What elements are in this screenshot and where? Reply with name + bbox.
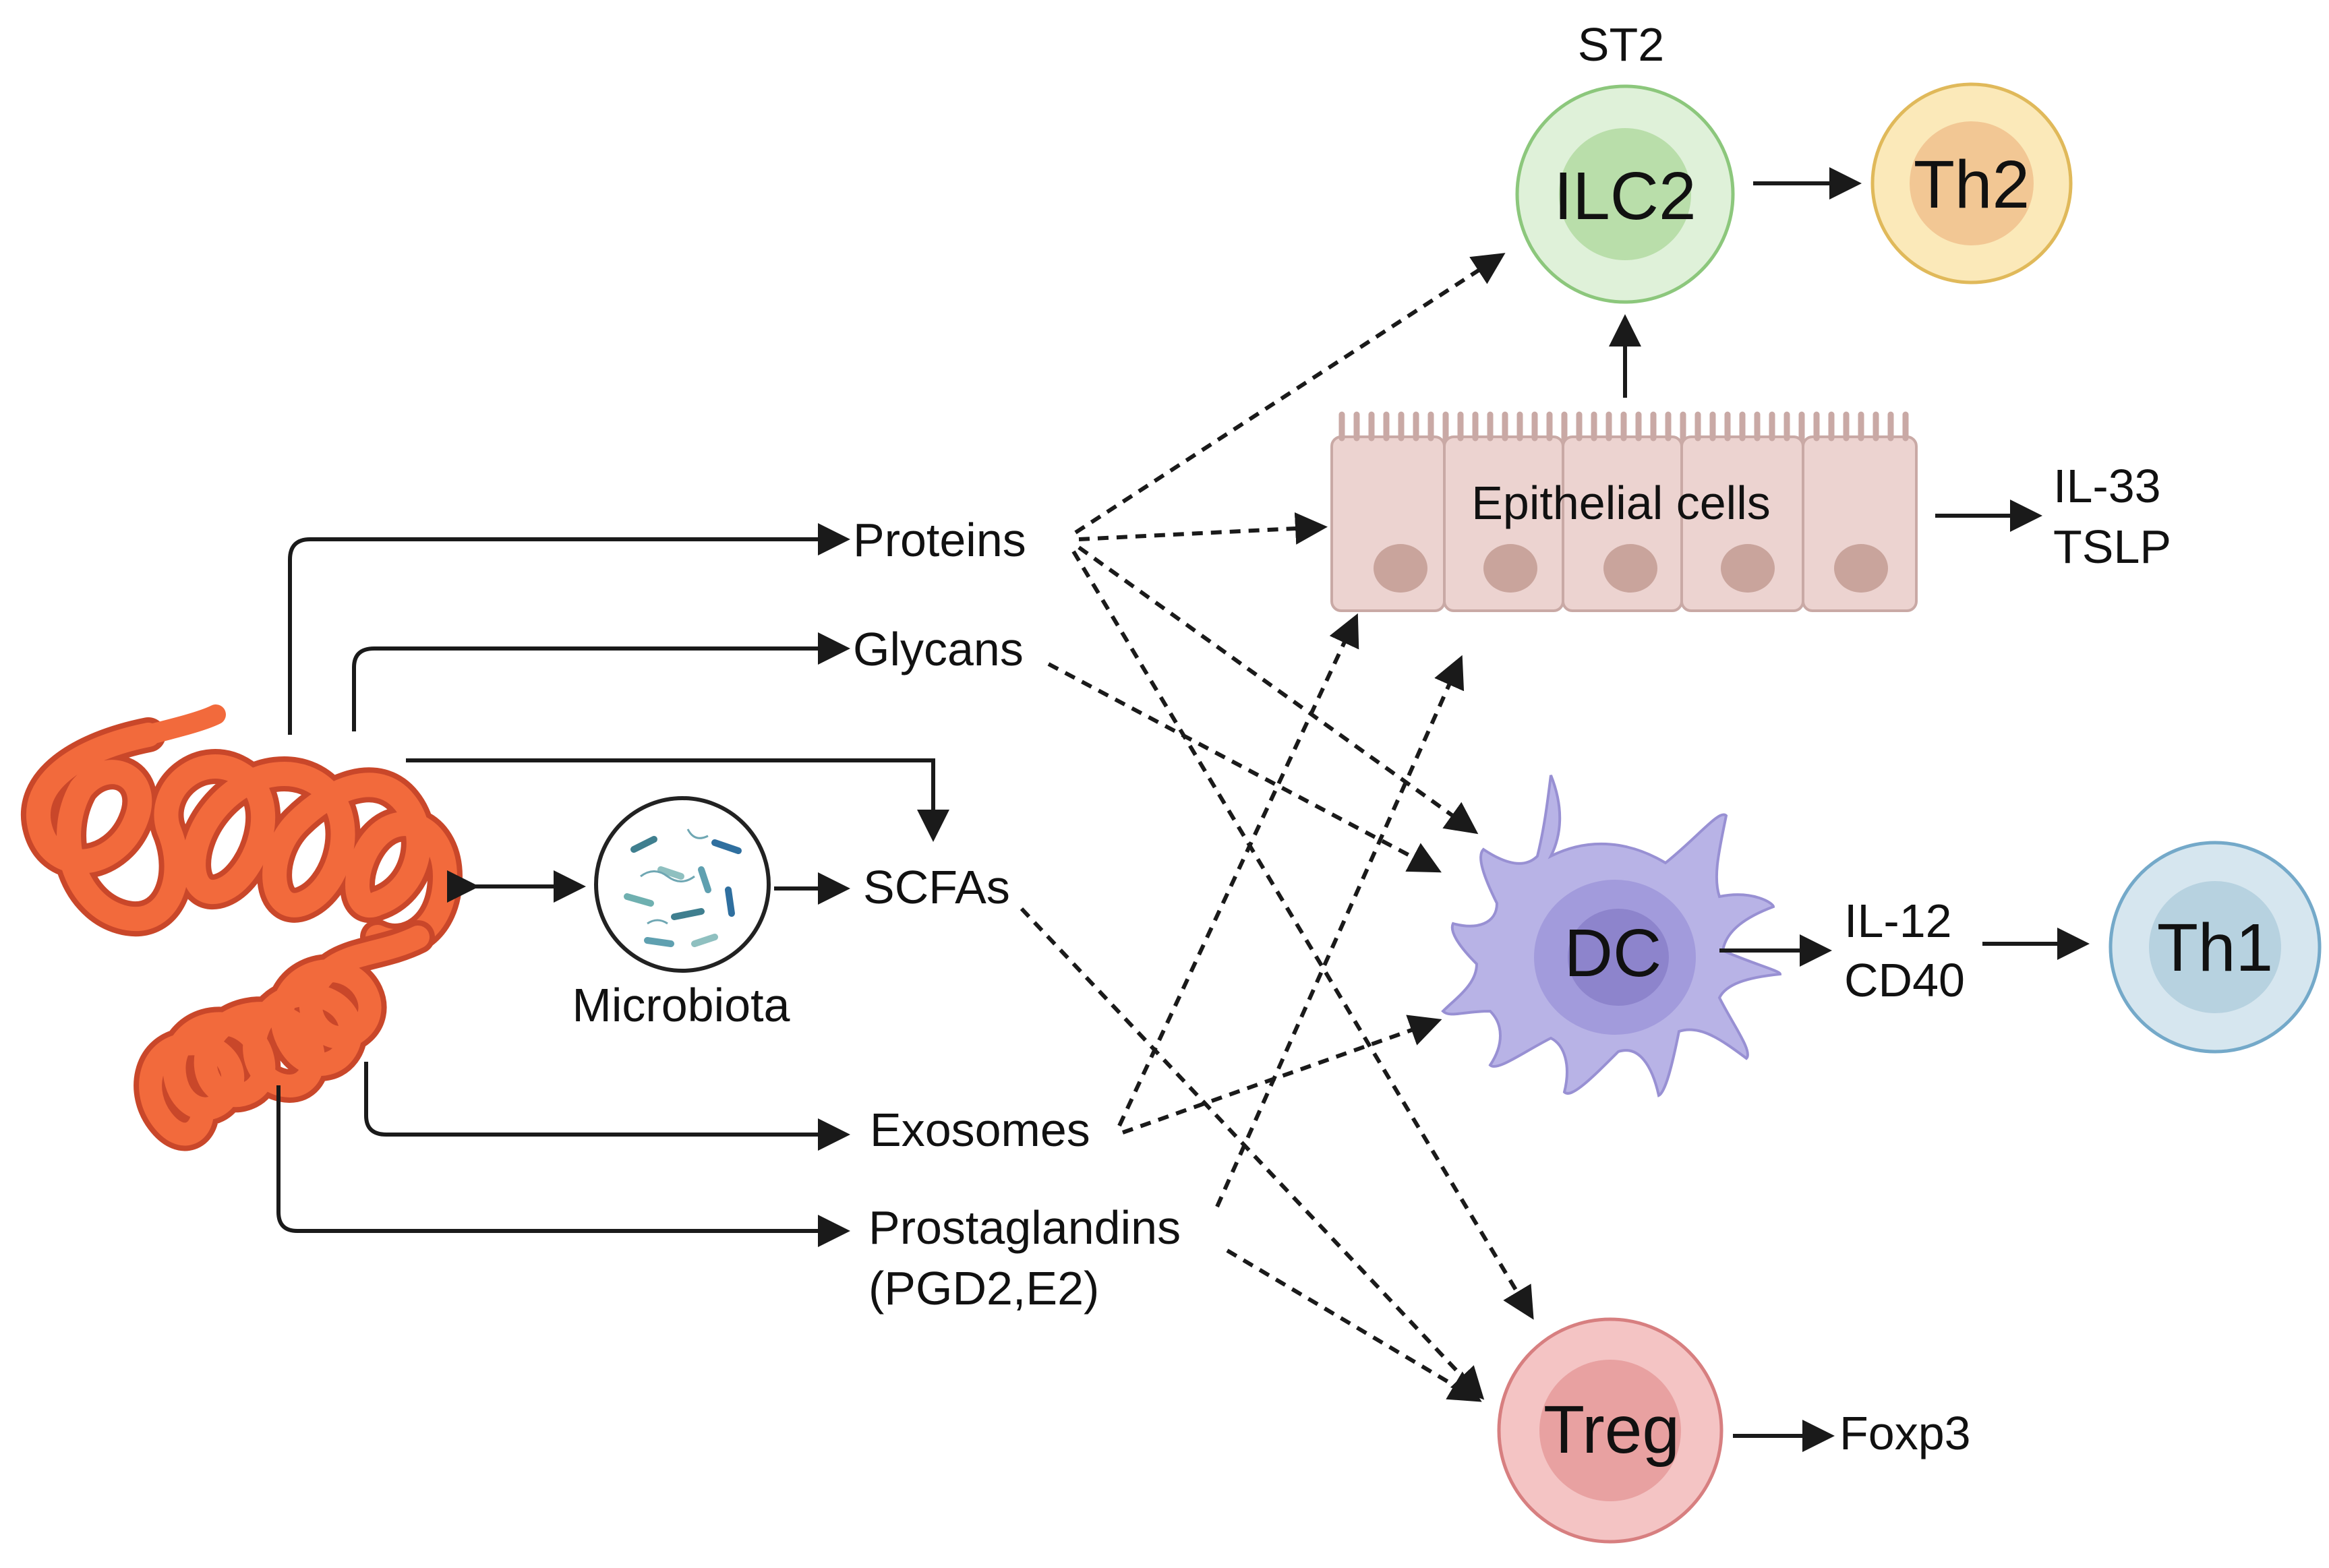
ilc2-label: ILC2 (1554, 158, 1696, 234)
dc-cell (1441, 775, 1782, 1097)
treg-cell (1497, 1317, 1723, 1544)
epithelial-layer (1330, 411, 1918, 612)
prostaglandins-sub-label: (PGD2,E2) (868, 1262, 1099, 1315)
proteins-label: Proteins (853, 514, 1026, 566)
epithelial-cells-label: Epithelial cells (1471, 477, 1771, 529)
treg-label: Treg (1543, 1392, 1680, 1468)
foxp3-label: Foxp3 (1839, 1407, 1971, 1459)
nucleus-group (1374, 544, 1888, 593)
th1-label: Th1 (2157, 910, 2273, 986)
tslp-label: TSLP (2053, 520, 2171, 573)
th1-cell (2109, 841, 2322, 1054)
solid-arrows (276, 167, 2090, 1452)
th2-label: Th2 (1914, 147, 2030, 222)
cd40-label: CD40 (1844, 954, 1965, 1006)
microbiota-icon (594, 796, 771, 973)
exosomes-label: Exosomes (870, 1104, 1090, 1156)
helminth-worm-icon (20, 704, 463, 1151)
microbiota-label: Microbiota (572, 979, 790, 1031)
glycans-label: Glycans (853, 623, 1024, 675)
dashed-arrows (1020, 253, 1534, 1402)
prostaglandins-label: Prostaglandins (868, 1201, 1181, 1254)
il12-label: IL-12 (1844, 895, 1952, 947)
ilc2-cell (1515, 84, 1735, 304)
st2-label: ST2 (1578, 18, 1664, 71)
dc-label: DC (1564, 915, 1661, 991)
th2-cell (1870, 82, 2073, 284)
scfas-label: SCFAs (863, 861, 1010, 913)
il33-label: IL-33 (2053, 460, 2161, 512)
